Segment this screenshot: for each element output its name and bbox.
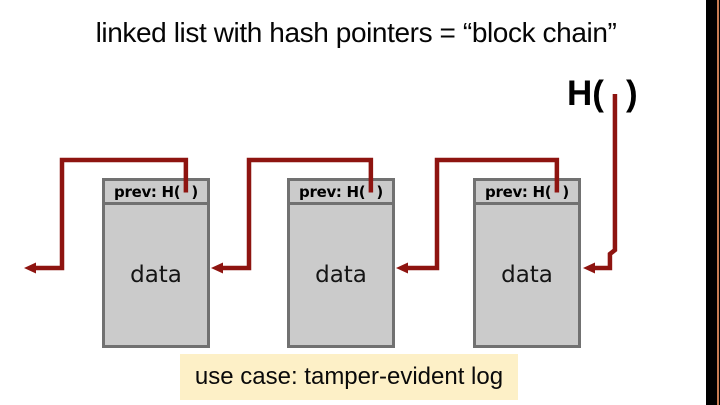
slide-title: linked list with hash pointers = “block … xyxy=(95,17,617,48)
block-3: prev: H( ) data xyxy=(473,178,581,348)
prev-arrow-gap xyxy=(365,185,376,199)
block-1-data-label: data xyxy=(130,262,182,288)
hash-label-close: ) xyxy=(625,74,638,113)
block-1: prev: H( ) data xyxy=(102,178,210,348)
hash-arrow-gap xyxy=(604,74,626,114)
prev-label-open: prev: H( xyxy=(114,182,181,201)
screen-edge-bar xyxy=(706,0,720,405)
prev-label-open: prev: H( xyxy=(485,182,552,201)
use-case-note: use case: tamper-evident log xyxy=(180,354,518,400)
block-2-data-label: data xyxy=(315,262,367,288)
screen-edge-stripe xyxy=(717,0,719,405)
prev-label-open: prev: H( xyxy=(299,182,366,201)
prev-arrow-gap xyxy=(551,185,562,199)
hash-label-open: H( xyxy=(567,74,604,113)
hash-function-label: H( ) xyxy=(567,74,638,114)
block-3-prev-hash-field: prev: H( ) xyxy=(476,181,578,205)
block-1-prev-hash-field: prev: H( ) xyxy=(105,181,207,205)
prev-arrow-gap xyxy=(180,185,191,199)
prev-label-close: ) xyxy=(376,182,383,201)
block-3-data-label: data xyxy=(501,262,553,288)
prev-label-close: ) xyxy=(562,182,569,201)
prev-label-close: ) xyxy=(191,182,198,201)
block-2: prev: H( ) data xyxy=(287,178,395,348)
block-2-prev-hash-field: prev: H( ) xyxy=(290,181,392,205)
